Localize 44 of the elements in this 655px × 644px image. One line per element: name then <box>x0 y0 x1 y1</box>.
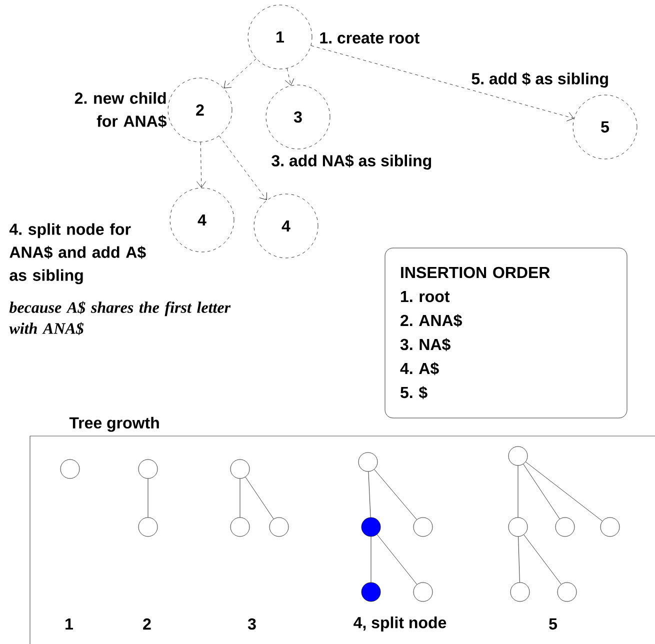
note-text: because A$ shares the first letter with ANA$ <box>9 301 231 335</box>
tree-node-circle <box>230 517 250 537</box>
arrow <box>218 136 267 200</box>
tree-edge <box>374 469 417 520</box>
tree-node-circle <box>557 582 577 602</box>
insertion-order-box: INSERTION ORDER 1. root 2. ANA$ 3. NA$ 4. A$ 5. $ <box>384 248 628 418</box>
tree-node-circle <box>413 582 433 602</box>
stage-caption: 2 <box>143 618 151 630</box>
stage-caption: 5 <box>549 618 557 630</box>
tree-node-circle <box>361 582 381 602</box>
tree-edge <box>245 476 274 520</box>
tree-node-circle <box>510 582 530 602</box>
tree-node-circle <box>230 459 250 479</box>
tree-node-circle <box>138 517 158 537</box>
tree-node-circle <box>600 517 620 537</box>
step-label: 2. new child for ANA$ <box>74 92 167 128</box>
arrow <box>310 45 574 122</box>
stage-caption: 3 <box>248 618 256 630</box>
arrow <box>284 68 294 86</box>
arrow <box>224 58 256 88</box>
tree-edge <box>525 462 603 522</box>
panel-heading: Tree growth <box>69 416 159 432</box>
arrow <box>196 142 206 188</box>
tree-node-circle <box>413 517 433 537</box>
tree-edge <box>523 464 560 520</box>
tree-node-circle <box>60 459 80 479</box>
step-label: 4. split node for ANA$ and add A$ as sibling <box>9 223 146 284</box>
step-label: 3. add NA$ as sibling <box>272 154 432 170</box>
tree-node-circle <box>358 452 378 472</box>
tree-node-circle <box>269 517 289 537</box>
tree-edge <box>370 536 372 582</box>
tree-node-circle <box>138 459 158 479</box>
tree-edge <box>368 471 371 518</box>
tree-node-circle <box>508 517 528 537</box>
tree-node-circle <box>555 517 575 537</box>
stage-caption: 4, split node <box>354 616 446 632</box>
tree-edge <box>518 536 520 582</box>
tree-node-circle <box>508 446 528 466</box>
step-label: 1. create root <box>320 32 420 44</box>
step-label: 5. add $ as sibling <box>472 72 608 88</box>
tree-node-circle <box>361 517 381 537</box>
tree-edge <box>376 534 418 585</box>
tree-edge <box>524 534 562 584</box>
stage-caption: 1 <box>66 618 73 630</box>
